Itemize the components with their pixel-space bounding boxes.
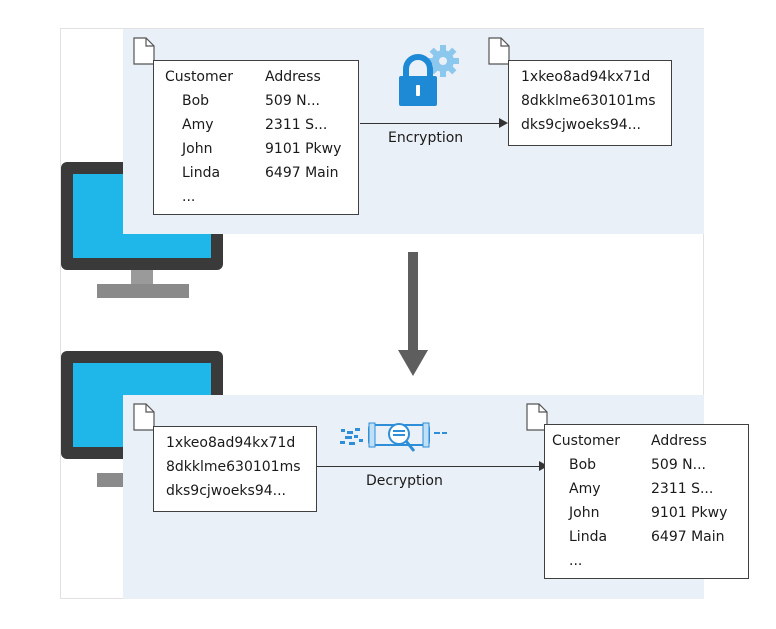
- table-cell-address: 9101 Pkwy: [265, 141, 342, 157]
- decryption-label: Decryption: [366, 473, 443, 489]
- ciphertext-document-icon: [133, 403, 155, 431]
- table-cell-address: 6497 Main: [651, 529, 725, 545]
- table-cell-address: 2311 S...: [265, 117, 328, 133]
- table-cell-customer: Linda: [569, 529, 608, 545]
- table-cell-customer: John: [569, 505, 600, 521]
- table-header-customer: Customer: [165, 69, 234, 85]
- table-header-customer: Customer: [552, 433, 621, 449]
- ciphertext-line: 8dkklme630101ms: [521, 93, 656, 109]
- table-cell-customer: Amy: [182, 117, 214, 133]
- table-cell-address: 509 N...: [651, 457, 706, 473]
- table-cell-ellipsis: ...: [182, 189, 196, 205]
- ciphertext-line: dks9cjwoeks94...: [166, 483, 286, 499]
- table-header-address: Address: [265, 69, 321, 85]
- decryption-arrow-head: [539, 461, 548, 471]
- encryption-arrow-head: [499, 118, 508, 128]
- ciphertext-line: 1xkeo8ad94kx71d: [521, 69, 651, 85]
- ciphertext-document-icon: [488, 37, 510, 65]
- table-header-address: Address: [651, 433, 707, 449]
- decryption-arrow: [317, 466, 541, 467]
- ciphertext-line: dks9cjwoeks94...: [521, 117, 641, 133]
- table-cell-ellipsis: ...: [569, 553, 583, 569]
- table-cell-address: 6497 Main: [265, 165, 339, 181]
- encryption-arrow: [360, 123, 501, 124]
- table-cell-customer: Bob: [182, 93, 210, 109]
- ciphertext-box: 1xkeo8ad94kx71d 8dkklme630101ms dks9cjwo…: [153, 426, 317, 512]
- plaintext-document-icon: [133, 37, 155, 65]
- table-cell-address: 2311 S...: [651, 481, 714, 497]
- ciphertext-line: 8dkklme630101ms: [166, 459, 301, 475]
- decryption-panel: 1xkeo8ad94kx71d 8dkklme630101ms dks9cjwo…: [123, 395, 749, 599]
- diagram-frame: Customer Address Bob 509 N... Amy 2311 S…: [60, 28, 749, 599]
- encryption-label: Encryption: [388, 130, 464, 146]
- ciphertext-line: 1xkeo8ad94kx71d: [166, 435, 296, 451]
- table-cell-address: 9101 Pkwy: [651, 505, 728, 521]
- padlock-gear-icon: [399, 45, 459, 106]
- encryption-panel: Customer Address Bob 509 N... Amy 2311 S…: [123, 29, 704, 234]
- table-cell-customer: Amy: [569, 481, 601, 497]
- plaintext-document-icon: [526, 403, 548, 431]
- table-cell-customer: Bob: [569, 457, 597, 473]
- plaintext-table-box: Customer Address Bob 509 N... Amy 2311 S…: [544, 424, 749, 579]
- plaintext-table-box: Customer Address Bob 509 N... Amy 2311 S…: [153, 60, 359, 215]
- table-cell-customer: Linda: [182, 165, 221, 181]
- table-cell-address: 509 N...: [265, 93, 320, 109]
- down-arrow-icon: [398, 252, 428, 376]
- magnifier-decoder-icon: [340, 422, 447, 452]
- ciphertext-box: 1xkeo8ad94kx71d 8dkklme630101ms dks9cjwo…: [508, 60, 672, 146]
- table-cell-customer: John: [182, 141, 213, 157]
